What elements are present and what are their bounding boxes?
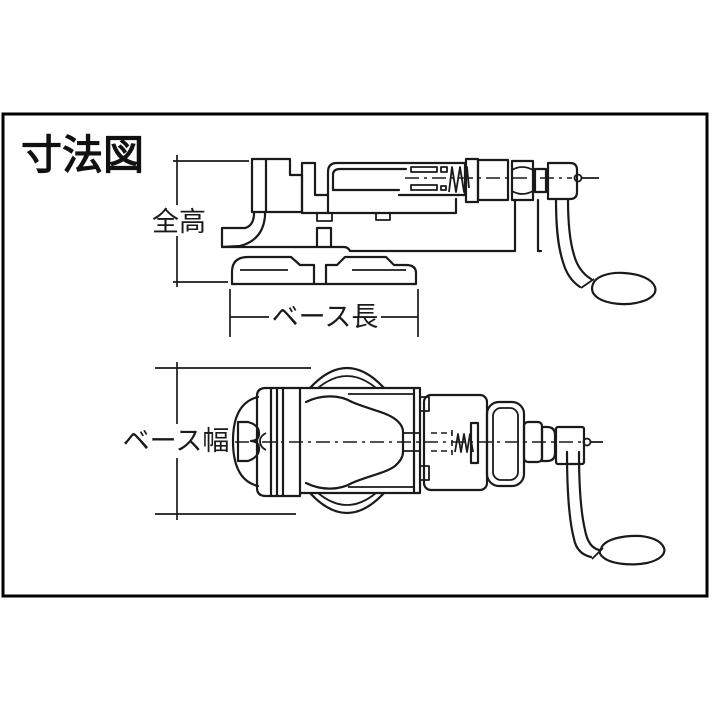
screw-gib-bars <box>410 166 448 191</box>
dimension-base-width: ベース幅 <box>123 362 311 520</box>
handle-knob <box>590 271 657 306</box>
jaw-tab <box>316 212 333 222</box>
crank-hub-top <box>554 425 586 466</box>
swivel-base-arcs <box>308 366 386 515</box>
bearing-block <box>476 158 510 202</box>
clamp-bolt <box>315 226 333 249</box>
diagram-frame <box>1 112 709 598</box>
fixed-jaw-plate <box>300 161 330 214</box>
dimension-overall-height: 全高 <box>152 155 249 287</box>
jaw-housing <box>298 386 422 495</box>
crank-hub <box>546 161 579 201</box>
dimension-base-length: ベース長 <box>229 289 419 337</box>
screw-nut <box>510 159 535 202</box>
label-base-width: ベース幅 <box>123 426 230 456</box>
top-view: ベース幅 <box>123 362 666 566</box>
swivel-base <box>230 255 418 286</box>
handle-knob-top <box>598 534 666 566</box>
thrust-washer <box>469 421 480 465</box>
jaw-tab <box>375 212 391 221</box>
center-mark-top <box>582 437 592 447</box>
label-overall-height: 全高 <box>152 207 206 237</box>
crank-handle <box>554 197 657 306</box>
vise-side-drawing <box>220 157 657 306</box>
center-mark <box>573 173 583 183</box>
label-base-length: ベース長 <box>272 302 379 332</box>
clamp-lobe <box>231 395 260 488</box>
side-view: 全高 ベース長 <box>152 155 657 337</box>
crank-handle-top <box>565 450 666 566</box>
screw-collar <box>533 167 548 194</box>
page-title: 寸法図 <box>21 132 144 178</box>
carriage-plate <box>220 198 543 253</box>
vise-top-drawing <box>231 366 666 566</box>
